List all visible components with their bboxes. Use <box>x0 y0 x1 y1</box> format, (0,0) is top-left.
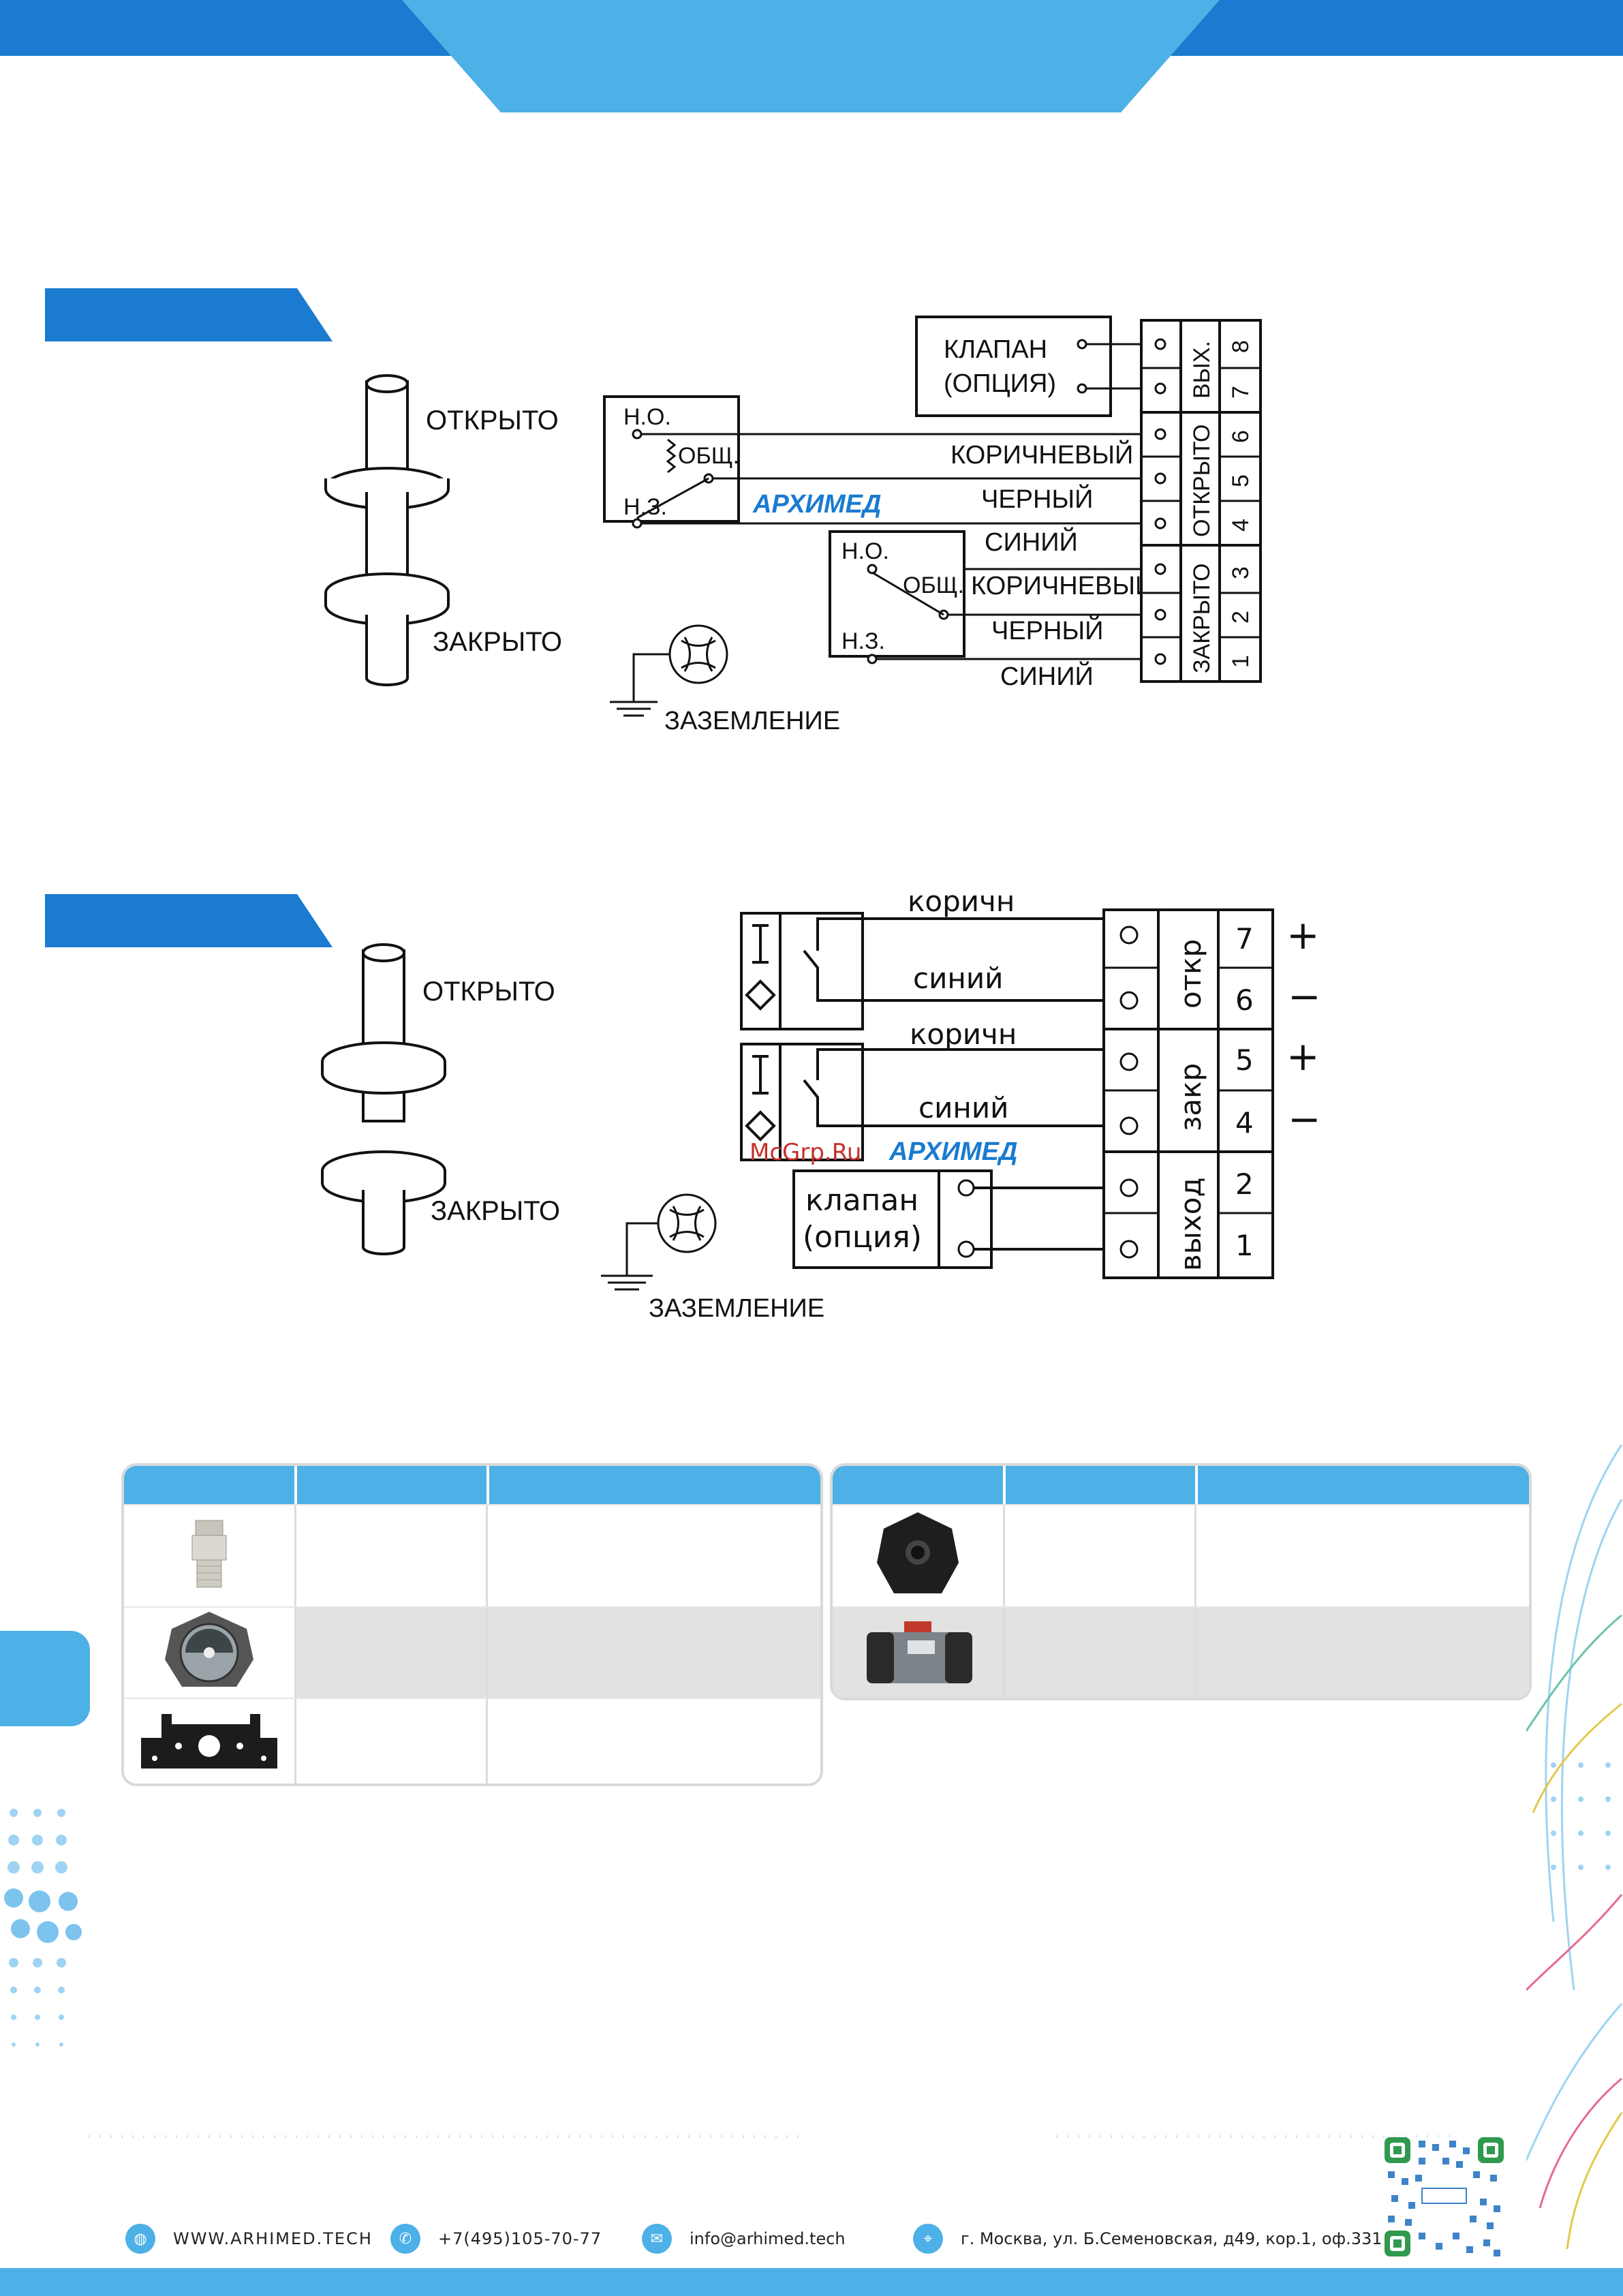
polarity-sign: + <box>1286 912 1320 958</box>
pneumatic-actuator-image <box>867 1621 972 1683</box>
closed-label-1: ЗАКРЫТО <box>433 627 562 657</box>
terminal-number: 5 <box>1228 474 1254 487</box>
wire-blue-d2b: синий <box>918 1091 1008 1124</box>
adapter-fitting-image <box>191 1520 227 1588</box>
terminal-number: 8 <box>1228 340 1254 353</box>
terminal-block-1 <box>1140 319 1262 683</box>
open-label-2: ОТКРЫТО <box>422 977 555 1007</box>
wire-black-1: ЧЕРНЫЙ <box>981 483 1093 514</box>
phone-icon: ✆ <box>390 2224 420 2254</box>
terminal-number: 6 <box>1228 430 1254 443</box>
wire-brown-1: КОРИЧНЕВЫЙ <box>950 439 1133 470</box>
bottom-band <box>0 2268 1623 2296</box>
polarity-sign: − <box>1288 973 1321 1020</box>
wire-blue-2: СИНИЙ <box>1000 660 1094 691</box>
terminal-number: 1 <box>1228 655 1254 668</box>
group-out-label: выход <box>1174 1177 1207 1271</box>
open-label-1: ОТКРЫТО <box>426 405 559 435</box>
watermark: McGrp.Ru <box>749 1139 861 1166</box>
terminal-number: 1 <box>1235 1229 1254 1262</box>
com-label-1: ОБЩ. <box>678 443 739 469</box>
no-label-1: Н.О. <box>623 404 671 430</box>
position-indicator-image <box>165 1612 253 1687</box>
globe-decoration <box>1526 1445 1623 2249</box>
valve-label-2b: (опция) <box>803 1220 922 1255</box>
shaft-illustration-1 <box>324 374 450 686</box>
wire-black-2: ЧЕРНЫЙ <box>991 615 1103 645</box>
accessories-table-left <box>121 1463 823 1786</box>
terminal-number: 3 <box>1228 566 1254 579</box>
group-closed-label: закр <box>1174 1063 1207 1131</box>
nc-label-2: Н.З. <box>841 628 885 654</box>
terminal-number: 7 <box>1235 922 1254 955</box>
logo-2: АРХИМЕД <box>888 1137 1017 1166</box>
footer-phone[interactable]: ✆ +7(495)105-70-77 <box>390 2224 602 2254</box>
terminal-number: 4 <box>1228 519 1254 532</box>
footer-email[interactable]: ✉ info@arhimed.tech <box>642 2224 846 2254</box>
terminal-closed-label: ЗАКРЫТО <box>1189 564 1215 673</box>
cable-gland-image <box>877 1512 959 1593</box>
polarity-sign: − <box>1288 1096 1321 1142</box>
location-icon: ⌖ <box>913 2224 943 2254</box>
group-open-label: откр <box>1174 939 1207 1009</box>
closed-label-2: ЗАКРЫТО <box>431 1196 560 1226</box>
email-text[interactable]: info@arhimed.tech <box>690 2229 846 2248</box>
address-text: г. Москва, ул. Б.Семеновская, д49, кор.1… <box>961 2229 1382 2248</box>
top-header-band <box>0 0 1623 112</box>
terminal-number: 2 <box>1228 611 1254 624</box>
footer-address: ⌖ г. Москва, ул. Б.Семеновская, д49, кор… <box>913 2224 1382 2254</box>
terminal-number: 2 <box>1235 1167 1254 1201</box>
polarity-sign: + <box>1286 1033 1320 1080</box>
wiring-diagram-1: ОТКРЫТО ЗАКРЫТО КЛАПАН (ОПЦИЯ) Н.О. ОБЩ.… <box>324 316 1262 735</box>
shaft-illustration-2 <box>321 943 446 1255</box>
logo-1: АРХИМЕД <box>752 490 881 519</box>
terminal-number: 7 <box>1228 386 1254 399</box>
com-label-2: ОБЩ. <box>903 572 964 598</box>
wire-brown-d2b: коричн <box>910 1017 1017 1051</box>
wire-brown-d2a: коричн <box>908 886 1015 918</box>
footer-dotted-line <box>89 2135 1451 2138</box>
wire-brown-2: КОРИЧНЕВЫЙ <box>971 570 1154 600</box>
section-tab-1 <box>45 288 333 341</box>
terminal-out-label: ВЫХ. <box>1189 341 1215 399</box>
valve-label-1b: (ОПЦИЯ) <box>944 369 1056 398</box>
accessories-table-right <box>830 1463 1532 1700</box>
terminal-open-label: ОТКРЫТО <box>1189 425 1215 537</box>
ground-label-1: ЗАЗЕМЛЕНИЕ <box>664 707 840 735</box>
globe-icon: ◍ <box>125 2224 155 2254</box>
terminal-number: 5 <box>1235 1043 1254 1077</box>
wiring-diagram-2: ОТКРЫТО ЗАКРЫТО коричн синий коричн сини… <box>321 886 1321 1323</box>
no-label-2: Н.О. <box>841 538 889 564</box>
mail-icon: ✉ <box>642 2224 672 2254</box>
terminal-number: 4 <box>1235 1106 1254 1139</box>
dot-pattern-left <box>4 1809 82 2047</box>
phone-text[interactable]: +7(495)105-70-77 <box>438 2229 602 2248</box>
qr-code[interactable] <box>1385 2137 1504 2256</box>
side-tab <box>0 1631 90 1726</box>
ground-label-2: ЗАЗЕМЛЕНИЕ <box>649 1294 824 1323</box>
ground-symbol-2 <box>601 1193 717 1291</box>
valve-label-1a: КЛАПАН <box>944 335 1047 364</box>
wire-blue-d2a: синий <box>913 962 1003 995</box>
terminal-block-2 <box>1102 908 1274 1279</box>
ground-symbol-1 <box>610 624 728 717</box>
footer-website[interactable]: ◍ WWW.ARHIMED.TECH <box>125 2224 373 2254</box>
mounting-bracket-image <box>141 1714 277 1769</box>
wire-blue-1: СИНИЙ <box>985 526 1078 557</box>
nc-label-1: Н.З. <box>623 494 667 520</box>
valve-label-2a: клапан <box>805 1183 918 1218</box>
section-tab-2 <box>45 894 333 947</box>
terminal-number: 6 <box>1235 983 1254 1017</box>
website-text[interactable]: WWW.ARHIMED.TECH <box>173 2229 373 2248</box>
